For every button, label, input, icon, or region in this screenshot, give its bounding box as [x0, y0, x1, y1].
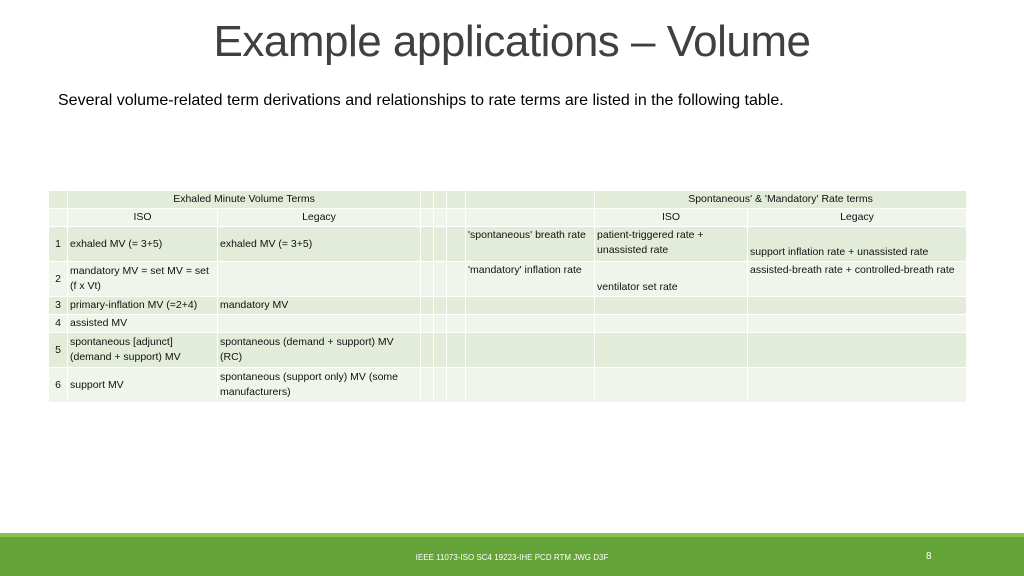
iso-term-cell: support MV: [67, 367, 218, 403]
spacer-cell: [446, 296, 467, 315]
page-number: 8: [926, 551, 932, 562]
rate-term-cell: [465, 314, 596, 333]
header-row-2: ISO Legacy ISO Legacy: [48, 208, 968, 227]
spacer-cell: [446, 332, 467, 368]
row-number: 6: [48, 367, 68, 403]
spacer-cell: [446, 190, 467, 209]
rate-term-cell: 'spontaneous' breath rate: [465, 226, 596, 262]
table-row: 3 primary-inflation MV (=2+4) mandatory …: [48, 296, 968, 315]
row-number: 4: [48, 314, 68, 333]
rate-legacy-cell: [747, 367, 968, 403]
spacer-cell: [420, 226, 435, 262]
spacer-cell: [433, 190, 448, 209]
rate-term-cell: [465, 367, 596, 403]
footer-band: [0, 537, 1024, 576]
volume-terms-header: Exhaled Minute Volume Terms: [66, 190, 422, 209]
legacy-term-cell: spontaneous (support only) MV (some manu…: [216, 367, 422, 403]
rate-legacy-cell: [747, 296, 968, 315]
spacer-cell: [420, 261, 435, 297]
spacer-cell: [446, 261, 467, 297]
rate-term-cell: [465, 296, 596, 315]
spacer-cell: [420, 296, 435, 315]
spacer-cell: [433, 314, 448, 333]
legacy-term-cell: spontaneous (demand + support) MV (RC): [216, 332, 422, 368]
spacer-cell: [433, 296, 448, 315]
spacer-cell: [433, 332, 448, 368]
rate-term-header-cell: [465, 208, 596, 227]
row-number: 2: [48, 261, 68, 297]
footer-text: IEEE 11073-ISO SC4 19223-IHE PCD RTM JWG…: [415, 553, 609, 562]
table-row: 1 exhaled MV (= 3+5) exhaled MV (= 3+5) …: [48, 226, 968, 262]
rate-iso-cell: [594, 332, 749, 368]
row-number: 3: [48, 296, 68, 315]
rate-terms-header: Spontaneous' & 'Mandatory' Rate terms: [594, 190, 968, 209]
spacer-cell: [433, 367, 448, 403]
rate-iso-cell: [594, 367, 749, 403]
footer-accent-line: [0, 533, 1024, 537]
spacer-cell: [433, 226, 448, 262]
slide-subtitle: Several volume-related term derivations …: [58, 92, 784, 109]
spacer-cell: [420, 314, 435, 333]
iso-term-cell: assisted MV: [67, 314, 218, 333]
volume-terms-table: Exhaled Minute Volume Terms Spontaneous'…: [48, 190, 968, 403]
header-num-cell: [48, 190, 68, 209]
rate-legacy-cell: [747, 314, 968, 333]
spacer-cell: [433, 261, 448, 297]
table-row: 2 mandatory MV = set MV = set (f x Vt) '…: [48, 261, 968, 297]
rate-iso-cell: [594, 314, 749, 333]
spacer-cell: [446, 208, 467, 227]
spacer-cell: [433, 208, 448, 227]
rate-iso-header: ISO: [594, 208, 749, 227]
iso-term-cell: spontaneous [adjunct] (demand + support)…: [67, 332, 218, 368]
spacer-cell: [446, 314, 467, 333]
iso-term-cell: mandatory MV = set MV = set (f x Vt): [67, 261, 218, 297]
header-num-cell: [48, 208, 68, 227]
legacy-term-cell: mandatory MV: [216, 296, 422, 315]
header-row-1: Exhaled Minute Volume Terms Spontaneous'…: [48, 190, 968, 209]
spacer-cell: [420, 190, 435, 209]
row-number: 1: [48, 226, 68, 262]
slide-title: Example applications – Volume: [213, 17, 811, 66]
table-row: 4 assisted MV: [48, 314, 968, 333]
rate-term-header-cell: [465, 190, 596, 209]
iso-term-cell: primary-inflation MV (=2+4): [67, 296, 218, 315]
iso-header: ISO: [67, 208, 218, 227]
table-row: 5 spontaneous [adjunct] (demand + suppor…: [48, 332, 968, 368]
rate-iso-cell: ventilator set rate: [594, 261, 749, 297]
table-row: 6 support MV spontaneous (support only) …: [48, 367, 968, 403]
rate-iso-cell: patient-triggered rate + unassisted rate: [594, 226, 749, 262]
legacy-term-cell: [216, 314, 422, 333]
rate-legacy-cell: assisted-breath rate + controlled-breath…: [747, 261, 968, 297]
spacer-cell: [446, 226, 467, 262]
rate-legacy-cell: support inflation rate + unassisted rate: [747, 226, 968, 262]
rate-legacy-cell: [747, 332, 968, 368]
legacy-header: Legacy: [216, 208, 422, 227]
rate-legacy-header: Legacy: [747, 208, 968, 227]
row-number: 5: [48, 332, 68, 368]
legacy-term-cell: exhaled MV (= 3+5): [216, 226, 422, 262]
iso-term-cell: exhaled MV (= 3+5): [67, 226, 218, 262]
spacer-cell: [420, 332, 435, 368]
spacer-cell: [420, 208, 435, 227]
rate-term-cell: 'mandatory' inflation rate: [465, 261, 596, 297]
rate-term-cell: [465, 332, 596, 368]
rate-iso-cell: [594, 296, 749, 315]
spacer-cell: [420, 367, 435, 403]
legacy-term-cell: [216, 261, 422, 297]
spacer-cell: [446, 367, 467, 403]
